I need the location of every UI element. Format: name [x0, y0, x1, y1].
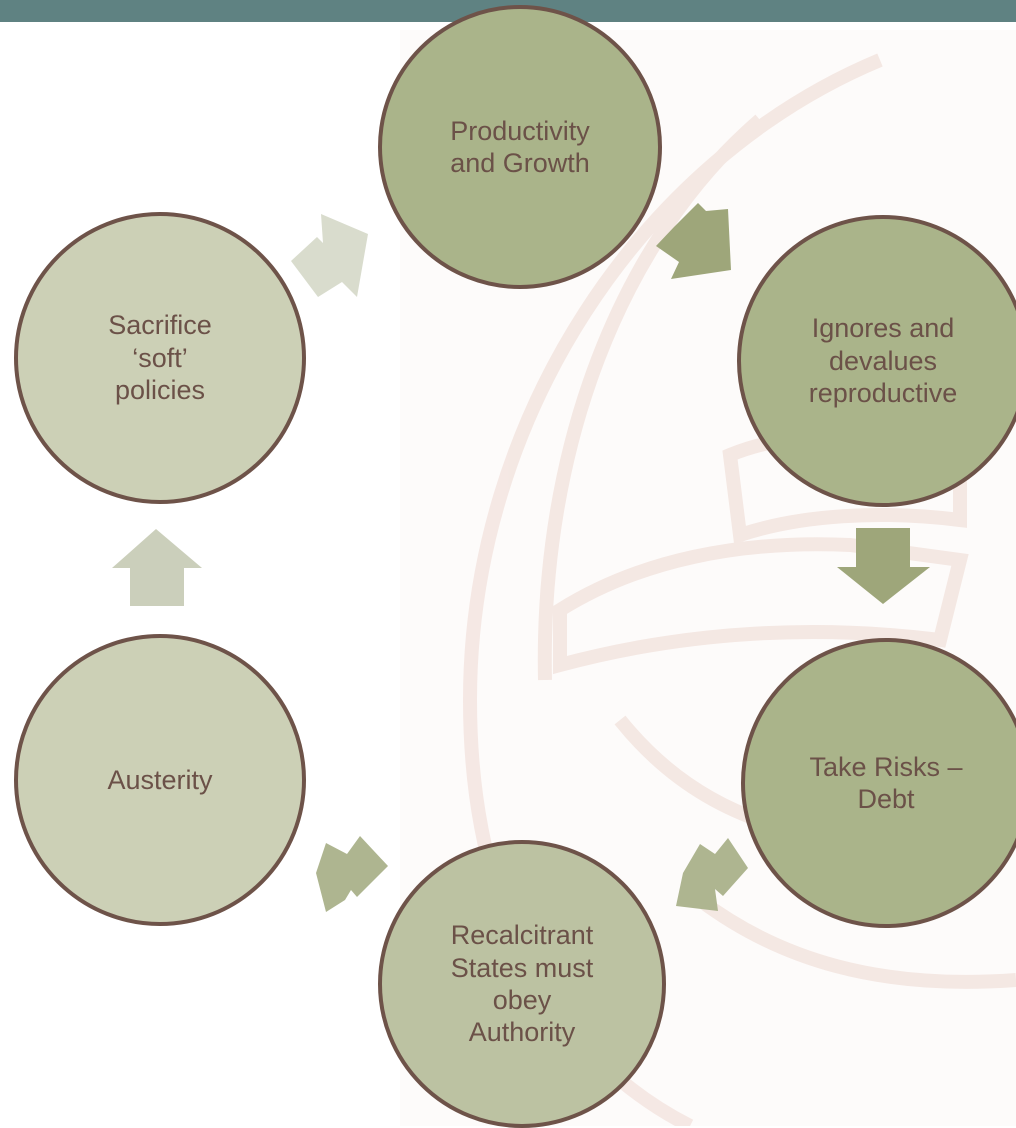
arrow-productivity-to-ignores	[656, 203, 731, 279]
node-label-productivity: Productivity and Growth	[450, 115, 590, 178]
node-recalcitrant-states: Recalcitrant States must obey Authority	[378, 840, 666, 1128]
arrow-risks-to-recalcitrant	[676, 838, 748, 911]
node-productivity-and-growth: Productivity and Growth	[378, 5, 662, 289]
watermark-inner-arc	[537, 114, 765, 681]
arrow-austerity-to-sacrifice	[112, 529, 202, 606]
watermark-hat	[553, 537, 969, 675]
node-label-recalcitrant: Recalcitrant States must obey Authority	[450, 920, 594, 1048]
node-take-risks-debt: Take Risks – Debt	[741, 638, 1016, 928]
node-austerity: Austerity	[14, 634, 306, 926]
node-sacrifice-soft-policies: Sacrifice ‘soft’ policies	[14, 212, 306, 504]
node-label-sacrifice: Sacrifice ‘soft’ policies	[108, 310, 212, 406]
node-label-ignores: Ignores and devalues reproductive	[808, 313, 958, 409]
arrow-recalcitrant-to-austerity	[316, 836, 388, 912]
node-label-risks: Take Risks – Debt	[809, 751, 963, 814]
node-ignores-and-devalues: Ignores and devalues reproductive	[737, 215, 1016, 507]
watermark-collar	[695, 894, 1016, 989]
node-label-austerity: Austerity	[107, 764, 213, 795]
arrow-sacrifice-to-productivity	[291, 214, 368, 297]
arrow-ignores-to-risks	[837, 528, 930, 604]
